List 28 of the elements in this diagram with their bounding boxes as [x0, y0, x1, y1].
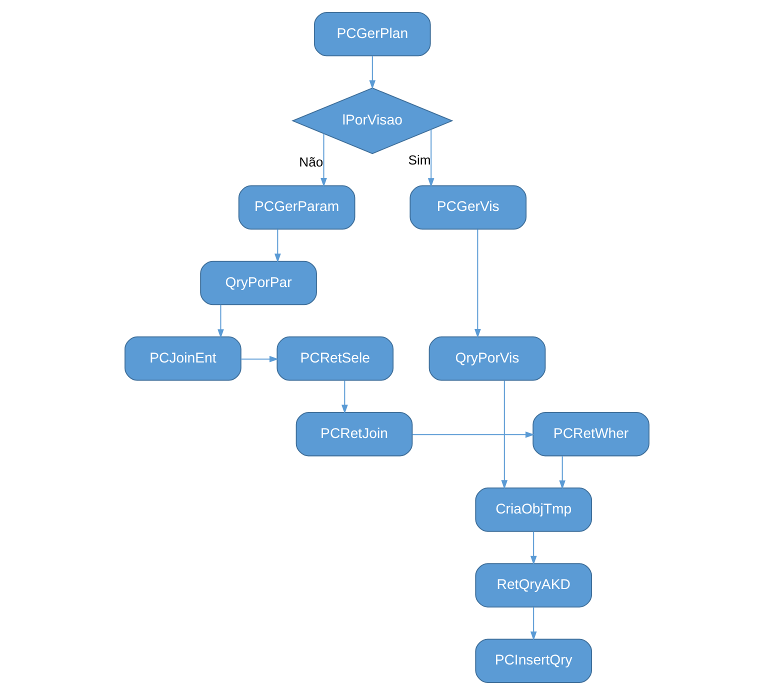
arrow [368, 56, 376, 90]
arrow [530, 532, 536, 566]
node-box: PCGerParam [238, 185, 355, 230]
arrow [427, 129, 434, 188]
arrow [474, 229, 480, 338]
edge-label: Sim [408, 152, 430, 168]
arrow [217, 304, 224, 338]
arrow [558, 456, 565, 490]
node-box: PCRetWher [532, 412, 649, 456]
arrow [341, 380, 348, 414]
node-box: QryPorPar [200, 260, 316, 306]
arrow [500, 380, 508, 490]
node-diamond: lPorVisao [290, 88, 453, 154]
node-box: PCJoinEnt [124, 336, 241, 381]
edge-label: Não [298, 154, 323, 170]
arrow [240, 356, 278, 362]
node-box: PCGerVis [409, 185, 526, 230]
node-box: PCGerPlan [313, 12, 430, 56]
node-box: QryPorVis [428, 336, 546, 381]
arrow [412, 431, 534, 438]
node-box: PCRetJoin [295, 412, 412, 456]
node-box: CriaObjTmp [474, 488, 592, 532]
arrow [320, 134, 326, 188]
arrow [274, 229, 280, 263]
node-box: PCRetSele [276, 336, 394, 381]
node-box: RetQryAKD [474, 563, 592, 608]
arrow [530, 607, 536, 641]
node-box: PCInsertQry [474, 638, 592, 684]
